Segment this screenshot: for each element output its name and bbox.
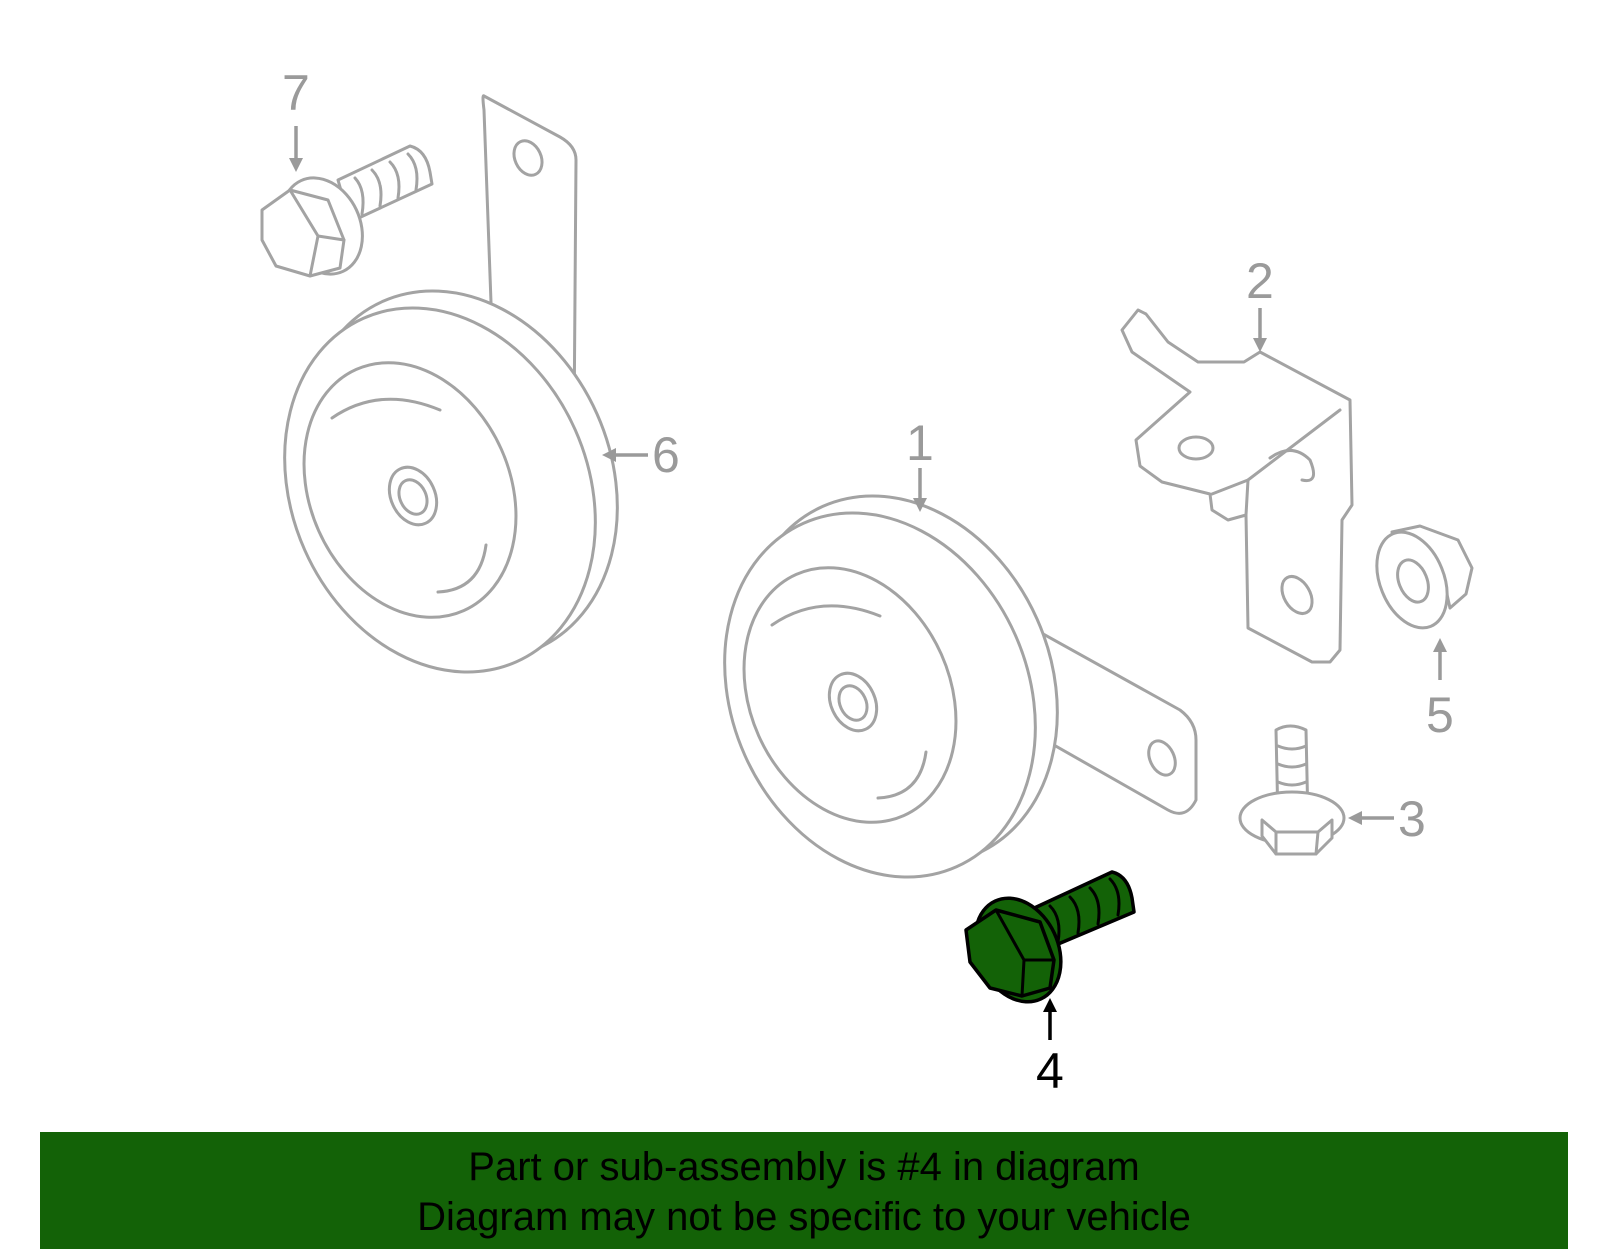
callout-2: 2 (1246, 253, 1274, 352)
bracket-part-2 (1120, 308, 1354, 664)
banner-disclaimer: Diagram may not be specific to your vehi… (417, 1195, 1191, 1239)
callout-label-3: 3 (1398, 791, 1426, 847)
callout-6: 6 (602, 427, 680, 483)
horn-part-1 (723, 494, 1198, 879)
callout-7: 7 (282, 65, 310, 172)
callout-label-5: 5 (1426, 687, 1454, 743)
callout-1: 1 (906, 415, 934, 512)
callout-label-7: 7 (282, 65, 310, 121)
callout-label-2: 2 (1246, 253, 1274, 309)
bolt-part-3 (1238, 724, 1346, 856)
callout-label-1: 1 (906, 415, 934, 471)
banner-part-note: Part or sub-assembly is #4 in diagram (468, 1145, 1140, 1189)
bolt-part-4-highlighted (964, 870, 1136, 1004)
horn-part-6 (283, 94, 619, 674)
callout-label-6: 6 (652, 427, 680, 483)
bolt-part-7 (260, 144, 434, 278)
callout-label-4: 4 (1036, 1043, 1064, 1099)
callout-4-highlighted: 4 (1036, 998, 1064, 1099)
nut-part-5 (1375, 524, 1474, 630)
info-banner: Part or sub-assembly is #4 in diagram Di… (40, 1132, 1568, 1249)
callout-3: 3 (1348, 791, 1426, 847)
callout-5: 5 (1426, 638, 1454, 743)
